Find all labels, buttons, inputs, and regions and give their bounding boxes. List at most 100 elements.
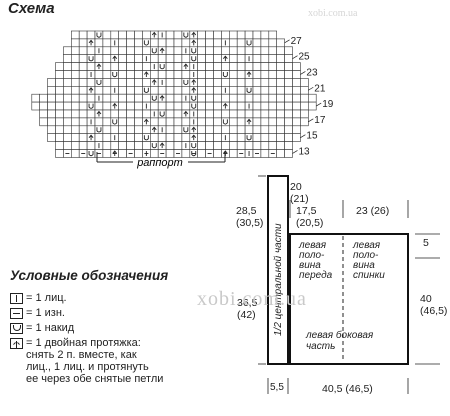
chart-cell <box>134 54 143 63</box>
chart-cell <box>94 117 104 127</box>
chart-cell <box>197 38 206 48</box>
chart-cell <box>276 54 285 63</box>
chart-cell <box>221 109 230 119</box>
chart-cell <box>118 101 127 111</box>
chart-cell <box>142 46 151 55</box>
chart-cell <box>221 78 230 87</box>
chart-cell <box>142 109 151 119</box>
chart-cell <box>268 62 277 71</box>
chart-cell <box>236 125 246 135</box>
chart-cell <box>213 86 222 95</box>
chart-cell <box>260 46 270 55</box>
chart-cell <box>86 54 96 63</box>
chart-cell <box>102 141 112 150</box>
chart-cell <box>102 62 112 71</box>
chart-cell <box>244 62 254 71</box>
chart-cell <box>102 70 112 79</box>
chart-cell <box>205 109 214 119</box>
row-number: 17 <box>314 115 326 126</box>
chart-cell <box>213 30 222 40</box>
chart-cell <box>47 117 56 127</box>
chart-cell <box>292 117 301 127</box>
dim-front-width: 17,5(20,5) <box>296 205 323 229</box>
row-number: 25 <box>299 52 311 63</box>
chart-cell <box>197 125 206 135</box>
chart-cell <box>260 93 270 103</box>
double-decrease-icon <box>191 31 197 38</box>
chart-cell <box>236 109 246 119</box>
chart-cell <box>110 46 120 55</box>
chart-cell <box>118 93 127 103</box>
chart-cell <box>268 133 277 142</box>
chart-cell <box>197 93 206 103</box>
chart-cell <box>197 70 206 79</box>
chart-cell <box>260 101 270 111</box>
yarn-over-icon <box>112 119 118 125</box>
chart-cell <box>197 101 206 111</box>
yarn-over-icon <box>112 72 118 78</box>
yarn-over-icon <box>143 40 149 46</box>
chart-cell <box>110 117 120 127</box>
row-number: 13 <box>299 146 311 157</box>
chart-cell <box>118 46 127 55</box>
chart-cell <box>134 46 143 55</box>
chart-cell <box>197 133 206 142</box>
chart-cell <box>63 109 72 119</box>
chart-cell <box>173 70 183 79</box>
chart-cell <box>260 86 270 95</box>
chart-cell <box>55 62 64 71</box>
chart-cell <box>189 101 199 111</box>
chart-cell <box>284 133 293 142</box>
chart-cell <box>157 38 167 48</box>
chart-cell <box>205 46 214 55</box>
double-decrease-icon <box>246 71 252 77</box>
double-decrease-icon <box>191 134 197 141</box>
chart-cell <box>276 70 285 79</box>
repeat-label: раппорт <box>136 157 183 169</box>
double-decrease-icon <box>10 338 23 349</box>
chart-cell <box>181 125 191 135</box>
chart-cell <box>173 93 183 103</box>
chart-cell <box>284 101 293 111</box>
chart-cell <box>55 117 64 127</box>
chart-cell <box>284 78 293 87</box>
chart-cell <box>118 62 127 71</box>
chart-cell <box>197 141 206 150</box>
chart-cell <box>157 62 167 71</box>
chart-cell <box>47 86 56 95</box>
chart-cell <box>142 38 151 48</box>
chart-cell <box>221 62 230 71</box>
chart-cell <box>181 54 191 63</box>
chart-cell <box>165 86 175 95</box>
chart-cell <box>236 78 246 87</box>
yarn-over-icon <box>96 32 102 38</box>
double-decrease-icon <box>143 71 149 77</box>
dim-right-top: 5 <box>423 237 429 249</box>
chart-cell <box>110 30 120 40</box>
chart-cell <box>229 133 238 142</box>
chart-cell <box>276 86 285 95</box>
chart-cell <box>276 149 285 158</box>
chart-cell <box>229 109 238 119</box>
chart-cell <box>173 86 183 95</box>
yarn-over-icon <box>151 48 157 54</box>
chart-cell <box>252 30 262 40</box>
chart-cell <box>47 133 56 142</box>
chart-cell <box>94 54 104 63</box>
chart-cell <box>71 78 80 87</box>
yarn-over-icon <box>159 111 165 117</box>
chart-cell <box>55 78 64 87</box>
chart-cell <box>252 86 262 95</box>
chart-cell <box>229 141 238 150</box>
chart-cell <box>55 101 64 111</box>
chart-cell <box>197 78 206 87</box>
chart-cell <box>181 101 191 111</box>
row-number: 27 <box>291 36 303 47</box>
chart-cell <box>126 30 135 40</box>
chart-cell <box>134 38 143 48</box>
yarn-over-icon <box>143 135 149 141</box>
chart-cell <box>150 93 159 103</box>
stitch-chart-grid <box>31 30 317 158</box>
chart-cell <box>260 141 270 150</box>
